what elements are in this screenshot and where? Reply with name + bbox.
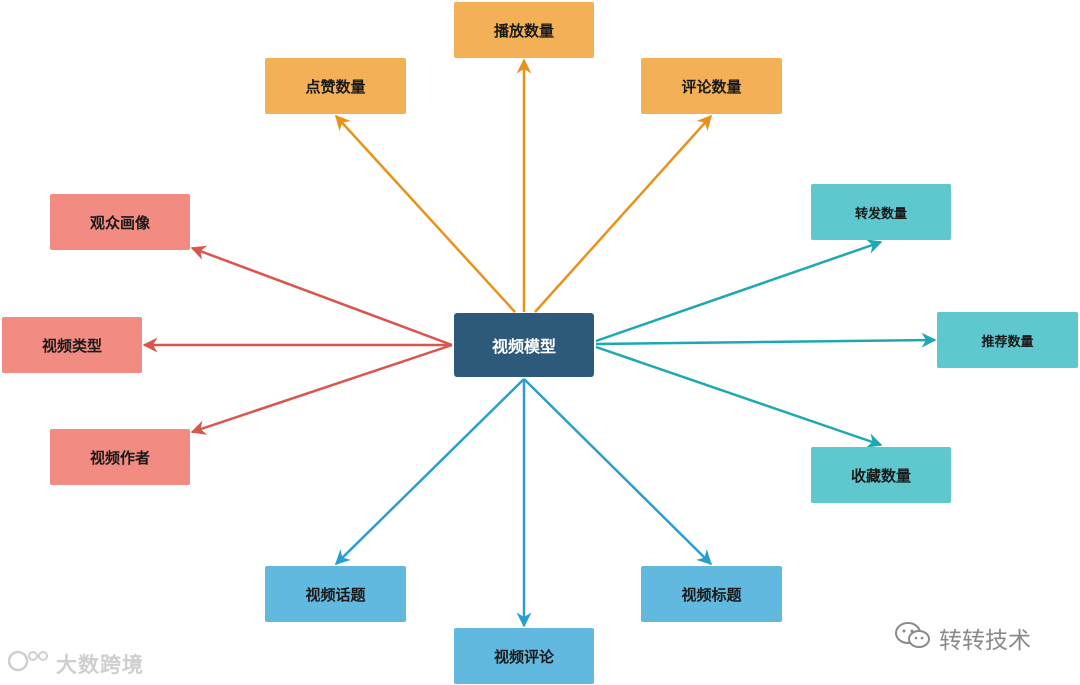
edge-audience xyxy=(190,245,453,347)
node-shares: 转发数量 xyxy=(811,184,951,240)
node-plays: 播放数量 xyxy=(454,2,594,58)
node-label: 观众画像 xyxy=(89,213,150,232)
node-comments: 评论数量 xyxy=(641,58,782,114)
node-label: 转发数量 xyxy=(854,206,907,222)
node-video-type: 视频类型 xyxy=(2,317,142,373)
node-label: 推荐数量 xyxy=(981,334,1034,350)
node-likes: 点赞数量 xyxy=(265,58,406,114)
edge-comments xyxy=(534,114,713,313)
node-video-review: 视频评论 xyxy=(454,628,594,684)
edge-likes xyxy=(334,114,516,313)
edge-recommend xyxy=(595,332,937,348)
node-favorites: 收藏数量 xyxy=(811,447,951,503)
node-label: 视频类型 xyxy=(41,336,102,355)
node-audience: 观众画像 xyxy=(50,194,190,250)
node-label: 点赞数量 xyxy=(305,77,366,96)
node-label: 视频评论 xyxy=(493,647,554,666)
node-video-title: 视频标题 xyxy=(641,566,782,622)
watermark-right-text: 转转技术 xyxy=(939,628,1031,654)
node-label: 收藏数量 xyxy=(850,466,911,485)
center-node-label: 视频模型 xyxy=(491,337,556,356)
edge-favorites xyxy=(595,345,883,448)
node-recommend: 推荐数量 xyxy=(937,312,1078,368)
node-video-topic: 视频话题 xyxy=(265,566,406,622)
edge-author xyxy=(190,343,453,435)
node-video-author: 视频作者 xyxy=(50,429,190,485)
edge-shares xyxy=(595,239,883,343)
watermark-left: 大数跨境 xyxy=(7,648,144,679)
watermark-right: 转转技术 xyxy=(893,620,1031,656)
node-label: 播放数量 xyxy=(493,21,554,40)
edge-topic xyxy=(334,378,525,566)
wechat-icon xyxy=(893,620,933,656)
logo-icon xyxy=(7,648,50,679)
edge-title xyxy=(523,378,713,566)
node-label: 视频标题 xyxy=(681,585,742,604)
watermark-left-text: 大数跨境 xyxy=(56,652,144,677)
center-node-video-model: 视频模型 xyxy=(454,313,594,377)
node-label: 视频话题 xyxy=(305,585,366,604)
node-label: 评论数量 xyxy=(681,77,742,96)
node-label: 视频作者 xyxy=(89,448,150,467)
